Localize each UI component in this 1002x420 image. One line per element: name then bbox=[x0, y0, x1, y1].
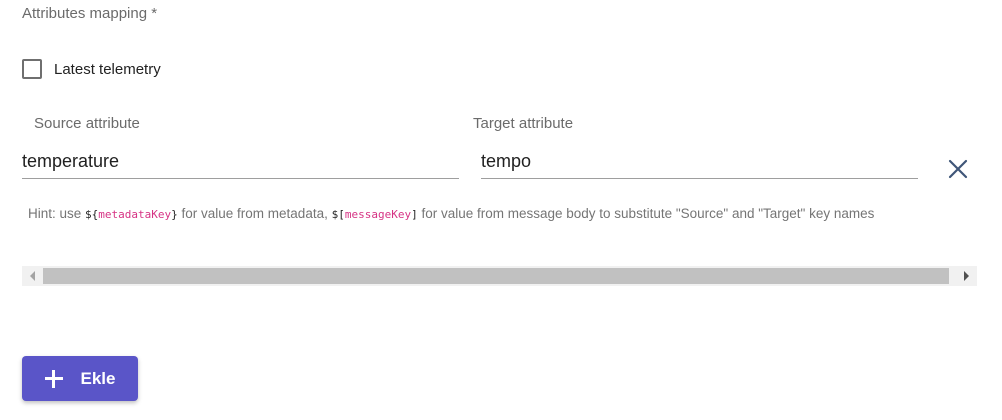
source-attribute-label: Source attribute bbox=[34, 115, 140, 132]
close-icon bbox=[948, 159, 968, 179]
remove-mapping-button[interactable] bbox=[946, 157, 970, 181]
source-attribute-underline bbox=[22, 178, 459, 179]
hint-text: Hint: use ${metadataKey} for value from … bbox=[28, 206, 874, 221]
latest-telemetry-checkbox[interactable] bbox=[22, 59, 42, 79]
scrollbar-thumb[interactable] bbox=[43, 268, 949, 284]
section-label: Attributes mapping * bbox=[22, 5, 158, 22]
hint-prefix: Hint: use bbox=[28, 206, 86, 221]
metadata-key-open: ${ bbox=[85, 208, 99, 221]
metadata-key-close: } bbox=[171, 208, 178, 221]
message-key-open: $[ bbox=[331, 208, 345, 221]
target-attribute-input[interactable]: tempo bbox=[481, 151, 532, 171]
target-attribute-underline bbox=[481, 178, 918, 179]
message-key-close: ] bbox=[411, 208, 418, 221]
add-button-label: Ekle bbox=[80, 368, 116, 388]
hint-middle: for value from metadata, bbox=[177, 206, 332, 221]
source-attribute-input[interactable]: temperature bbox=[22, 151, 120, 171]
message-key-code: $[messageKey] bbox=[332, 208, 418, 221]
message-key: messageKey bbox=[344, 208, 412, 221]
scroll-left-arrow-icon[interactable] bbox=[30, 271, 35, 281]
target-attribute-label: Target attribute bbox=[473, 115, 574, 132]
metadata-key-code: ${metadataKey} bbox=[85, 208, 178, 221]
add-button[interactable]: Ekle bbox=[22, 356, 138, 401]
latest-telemetry-label[interactable]: Latest telemetry bbox=[54, 60, 161, 78]
plus-icon bbox=[44, 369, 63, 388]
hint-suffix: for value from message body to substitut… bbox=[417, 206, 875, 221]
horizontal-scrollbar[interactable] bbox=[22, 266, 977, 286]
metadata-key: metadataKey bbox=[98, 208, 172, 221]
latest-telemetry-checkbox-row[interactable]: Latest telemetry bbox=[22, 59, 161, 79]
scroll-right-arrow-icon[interactable] bbox=[964, 271, 969, 281]
